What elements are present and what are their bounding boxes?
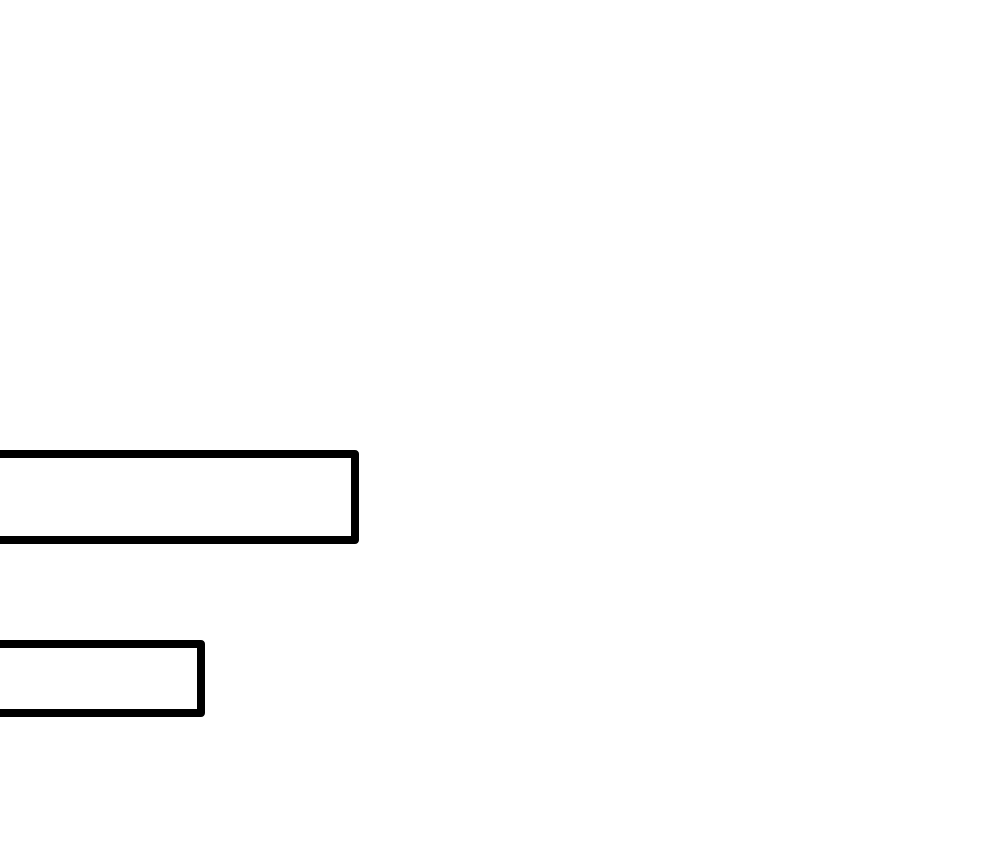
small-outlined-field[interactable] [0,640,205,717]
large-outlined-field[interactable] [0,450,359,544]
